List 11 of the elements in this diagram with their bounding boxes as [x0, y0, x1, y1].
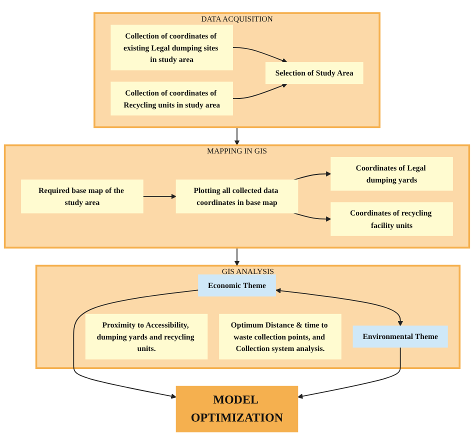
arrow [142, 194, 176, 200]
arrow [293, 212, 332, 222]
arrow [293, 171, 332, 180]
arrow [232, 83, 288, 100]
arrow [73, 290, 199, 399]
node-box: MODEL OPTIMIZATION [176, 386, 298, 432]
arrow [234, 126, 240, 146]
arrow [298, 346, 401, 399]
arrow [276, 288, 403, 326]
arrow [234, 247, 240, 266]
arrow [232, 47, 288, 64]
